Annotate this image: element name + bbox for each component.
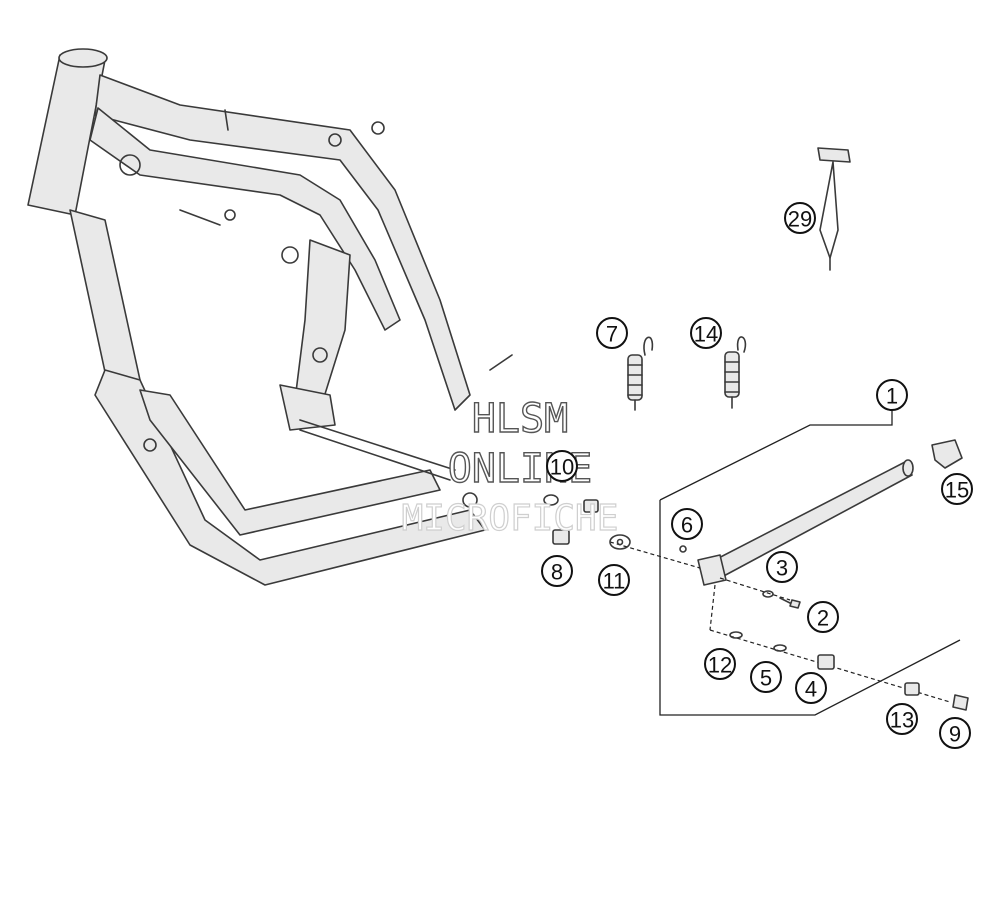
watermark-line-3: MICROFICHE xyxy=(402,498,619,539)
callout-5-label: 5 xyxy=(760,666,772,691)
callout-9[interactable]: 9 xyxy=(939,717,971,749)
callout-11[interactable]: 11 xyxy=(598,564,630,596)
callout-14-label: 14 xyxy=(694,322,718,347)
callout-9-label: 9 xyxy=(949,722,961,747)
callout-3-label: 3 xyxy=(776,556,788,581)
callout-29-label: 29 xyxy=(788,207,812,232)
small-parts-drawing xyxy=(543,494,631,550)
watermark: HLSM ONLINE MICROFICHE xyxy=(401,395,619,539)
callout-29[interactable]: 29 xyxy=(784,202,816,234)
callout-11-label: 11 xyxy=(603,569,626,594)
spring-14-drawing xyxy=(724,336,747,409)
motorcycle-frame-drawing xyxy=(27,48,513,586)
callout-2[interactable]: 2 xyxy=(807,601,839,633)
callout-10[interactable]: 10 xyxy=(546,450,578,482)
tool-drawing xyxy=(817,147,851,271)
callout-12[interactable]: 12 xyxy=(704,648,736,680)
watermark-line-1: HLSM xyxy=(472,396,568,442)
callout-1-label: 1 xyxy=(886,384,898,409)
callout-13-label: 13 xyxy=(890,708,914,733)
callout-7-label: 7 xyxy=(606,322,618,347)
callout-7[interactable]: 7 xyxy=(596,317,628,349)
callout-1[interactable]: 1 xyxy=(876,379,908,411)
callout-6-label: 6 xyxy=(681,513,693,538)
callout-13[interactable]: 13 xyxy=(886,703,918,735)
callout-4[interactable]: 4 xyxy=(795,672,827,704)
spring-7-drawing xyxy=(627,336,654,411)
callout-5[interactable]: 5 xyxy=(750,661,782,693)
callout-10-label: 10 xyxy=(550,455,574,480)
callout-3[interactable]: 3 xyxy=(766,551,798,583)
callout-6[interactable]: 6 xyxy=(671,508,703,540)
callout-12-label: 12 xyxy=(708,653,732,678)
callout-8[interactable]: 8 xyxy=(541,555,573,587)
callout-2-label: 2 xyxy=(817,606,829,631)
callout-8-label: 8 xyxy=(551,560,563,585)
callout-15[interactable]: 15 xyxy=(941,473,973,505)
side-stand-drawing xyxy=(609,408,969,716)
callout-14[interactable]: 14 xyxy=(690,317,722,349)
callout-15-label: 15 xyxy=(945,478,969,503)
callout-4-label: 4 xyxy=(805,677,817,702)
